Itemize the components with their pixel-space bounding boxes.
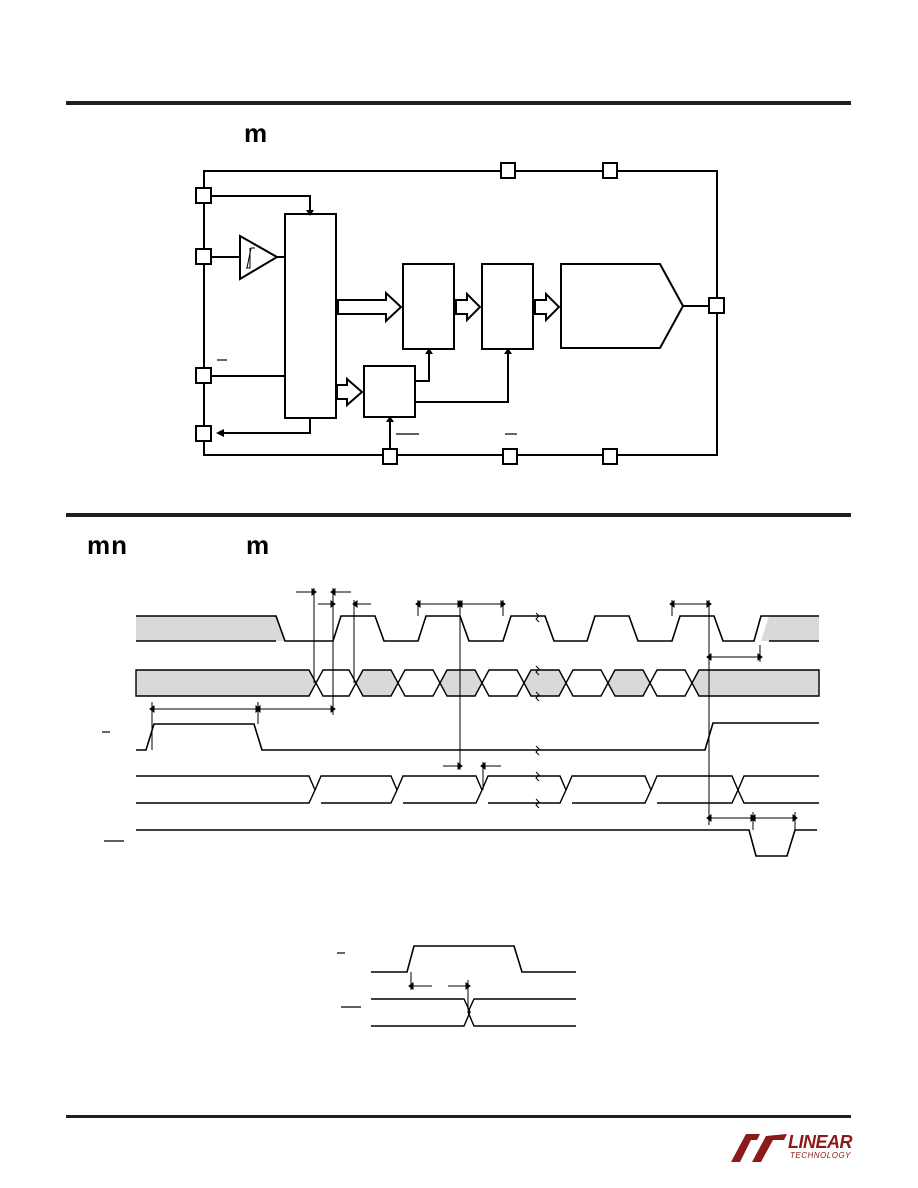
arrowhead-reg1 [425,348,433,354]
section-1-title: m [244,118,269,148]
bottom-rule [66,1115,851,1118]
sdi-shade-left [135,669,317,697]
wire-logic-reg1 [415,352,430,382]
bus-arrow-1 [337,290,403,324]
logo-sub-text: TECHNOLOGY [790,1151,852,1160]
top-rule-1 [66,101,851,105]
bus-arrow-3 [534,291,561,323]
wire-clk [211,195,311,212]
sck-shade-right [761,616,819,641]
section-2-title-left: mn [87,530,128,560]
top-rule-2 [66,513,851,517]
arrowhead-dout [216,429,224,437]
bus-arrow-2 [455,291,482,323]
arrowhead-logic [386,416,394,422]
pin-bottom-2 [502,448,518,465]
break-marks [535,612,540,809]
dout-small-trace-2 [467,998,576,1027]
sdi-shade-right [691,669,820,697]
wire-dout [218,418,311,434]
pin-top-2 [602,162,618,179]
sdo-waveform [136,775,819,804]
arrowhead-ctrl [306,210,314,216]
ldac-trace [136,829,817,857]
dout-small-trace-1 [371,998,471,1027]
register-block-2 [481,263,534,350]
section-2-title-right: m [246,530,271,560]
cs-trace [136,722,819,751]
timing-reference-lines [151,588,796,830]
sck-shade-left [136,616,285,641]
sdi-waveform [135,669,820,697]
bus-arrow-4 [336,376,364,408]
logic-block [363,365,416,418]
dac-block [560,263,685,349]
pin-bottom-3 [602,448,618,465]
pin-top-1 [500,162,516,179]
schmitt-symbol-2 [246,247,255,269]
sck-waveform [136,615,819,642]
sck-trace [136,615,819,642]
pin-left-4 [195,425,212,442]
logo-main-text: LINEAR [788,1132,853,1152]
cs-small-trace [371,945,576,973]
control-block [284,213,337,419]
timing-arrows [149,588,798,822]
arrowhead-reg2 [504,348,512,354]
wire-logic-reg2 [415,352,509,403]
